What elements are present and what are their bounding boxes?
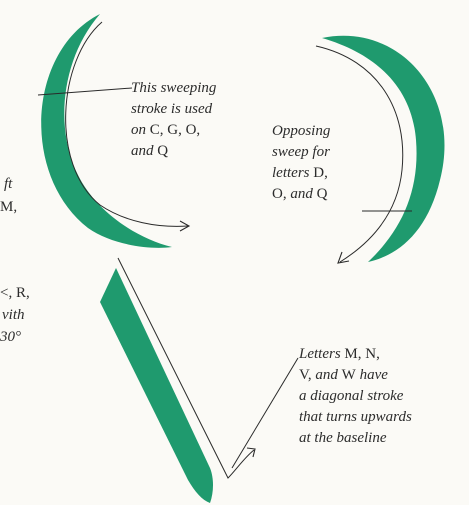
note-diagonal: Letters M, N, V, and W have a diagonal s… xyxy=(299,344,412,449)
note-d-sweep: Opposing sweep for letters D, O, and Q xyxy=(272,121,330,205)
note-d-letter-o: O, xyxy=(272,186,287,202)
left-fragment-3: <, R, xyxy=(0,283,30,304)
note-m-line-2-and: and xyxy=(312,367,342,383)
note-d-line-4: O, and Q xyxy=(272,184,330,205)
leader-note-m xyxy=(232,358,298,468)
note-d-line-4-text: and xyxy=(287,186,317,202)
note-d-letter-d: D, xyxy=(313,165,328,181)
note-m-line-2-have: have xyxy=(356,367,388,383)
note-c-letters: C, G, O, xyxy=(150,122,200,138)
left-fragment-5: 30° xyxy=(0,327,21,348)
note-c-sweep: This sweeping stroke is used on C, G, O,… xyxy=(131,78,216,162)
note-m-letter-w: W xyxy=(342,367,356,383)
left-fragment-4: vith xyxy=(2,305,25,326)
note-c-line-4: and Q xyxy=(131,141,216,162)
left-fragment-2: M, xyxy=(0,197,17,218)
note-d-line-3-text: letters xyxy=(272,165,313,181)
note-m-line-3: a diagonal stroke xyxy=(299,386,412,407)
note-m-line-1: Letters M, N, xyxy=(299,344,412,365)
note-d-line-1: Opposing xyxy=(272,121,330,142)
note-c-letter-q: Q xyxy=(157,143,168,159)
note-c-line-3: on C, G, O, xyxy=(131,120,216,141)
d-sweep-stroke xyxy=(322,36,444,262)
note-m-letter-v: V, xyxy=(299,367,312,383)
left-fragment-1: ft xyxy=(4,174,12,195)
note-m-line-5: at the baseline xyxy=(299,428,412,449)
note-m-line-2: V, and W have xyxy=(299,365,412,386)
note-c-line-1: This sweeping xyxy=(131,78,216,99)
note-m-line-1-text: Letters xyxy=(299,346,344,362)
note-c-line-2: stroke is used xyxy=(131,99,216,120)
note-c-line-3-text: on xyxy=(131,122,150,138)
note-c-line-4-text: and xyxy=(131,143,157,159)
note-m-letters-mn: M, N, xyxy=(344,346,379,362)
note-d-line-2: sweep for xyxy=(272,142,330,163)
note-d-line-3: letters D, xyxy=(272,163,330,184)
note-m-line-4: that turns upwards xyxy=(299,407,412,428)
diagonal-stroke xyxy=(100,268,213,503)
note-d-letter-q: Q xyxy=(317,186,328,202)
